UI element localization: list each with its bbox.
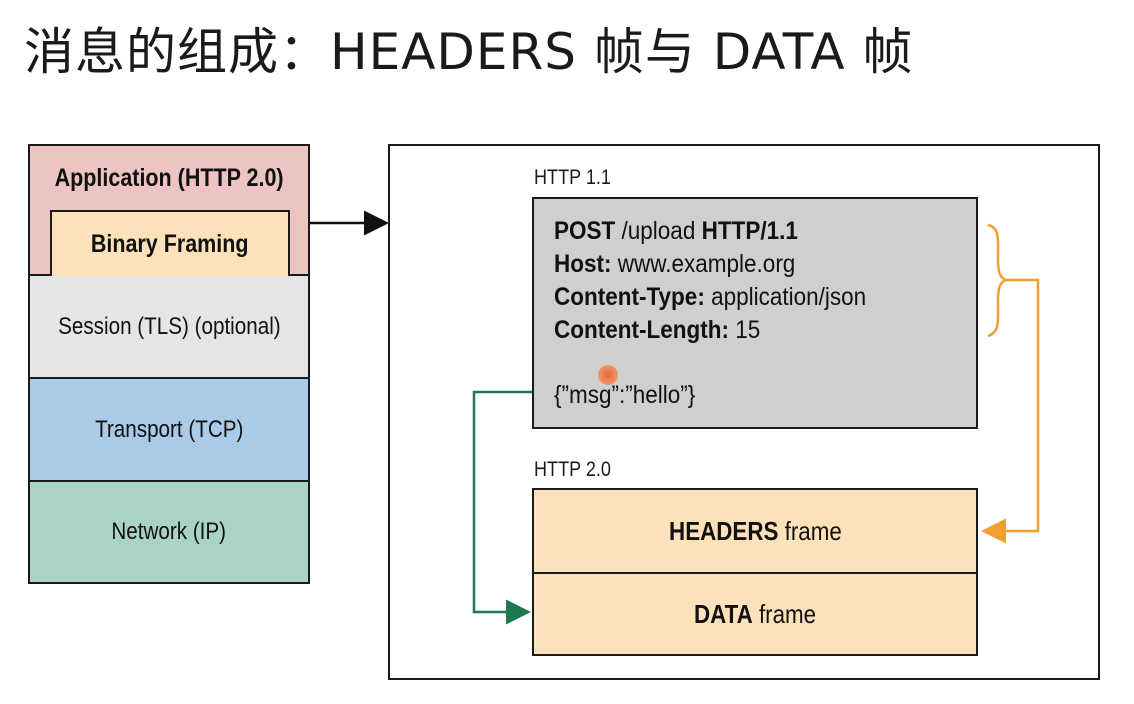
transport-layer: Transport (TCP) — [30, 379, 308, 482]
slide-title: 消息的组成：HEADERS 帧与 DATA 帧 — [24, 23, 914, 81]
headers-frame-suffix: frame — [777, 515, 842, 546]
content-length-header: Content-Length: 15 — [554, 316, 760, 345]
host-header-value: www.example.org — [611, 250, 796, 278]
headers-frame: HEADERS frame — [534, 490, 976, 574]
data-frame: DATA frame — [534, 574, 976, 654]
host-header-key: Host: — [554, 250, 612, 278]
http11-message-box: POST /upload HTTP/1.1 Host: www.example.… — [532, 197, 978, 429]
content-length-key: Content-Length: — [554, 316, 729, 344]
network-layer: Network (IP) — [30, 482, 308, 582]
request-path: /upload — [615, 217, 702, 245]
http2-frames-box: HEADERS frame DATA frame — [532, 488, 978, 656]
http11-label-text: HTTP 1.1 — [534, 166, 611, 189]
protocol-stack: Application (HTTP 2.0) Binary Framing Se… — [28, 144, 310, 584]
headers-frame-bold: HEADERS — [668, 515, 778, 546]
message-panel — [388, 144, 1100, 680]
request-version: HTTP/1.1 — [701, 217, 798, 245]
content-type-header: Content-Type: application/json — [554, 283, 866, 312]
application-layer-label: Application (HTTP 2.0) — [54, 164, 284, 192]
message-body: {”msg”:”hello”} — [554, 381, 696, 409]
http11-label: HTTP 1.1 — [534, 166, 623, 190]
network-layer-label: Network (IP) — [111, 518, 227, 545]
session-layer-label: Session (TLS) (optional) — [57, 312, 281, 340]
host-header: Host: www.example.org — [554, 250, 795, 279]
pointer-cursor-icon — [598, 365, 618, 385]
binary-framing-layer: Binary Framing — [50, 210, 290, 276]
binary-framing-label: Binary Framing — [91, 229, 249, 258]
content-type-key: Content-Type: — [554, 283, 705, 311]
data-frame-suffix: frame — [752, 598, 817, 629]
request-method: POST — [554, 217, 616, 245]
content-length-value: 15 — [728, 316, 761, 344]
request-line: POST /upload HTTP/1.1 — [554, 217, 798, 246]
transport-layer-label: Transport (TCP) — [94, 415, 244, 443]
http2-label-text: HTTP 2.0 — [534, 458, 611, 481]
content-type-value: application/json — [704, 283, 867, 311]
session-layer: Session (TLS) (optional) — [30, 276, 308, 379]
data-frame-bold: DATA — [693, 598, 753, 629]
application-layer: Application (HTTP 2.0) Binary Framing — [30, 146, 308, 276]
http2-label: HTTP 2.0 — [534, 458, 623, 482]
